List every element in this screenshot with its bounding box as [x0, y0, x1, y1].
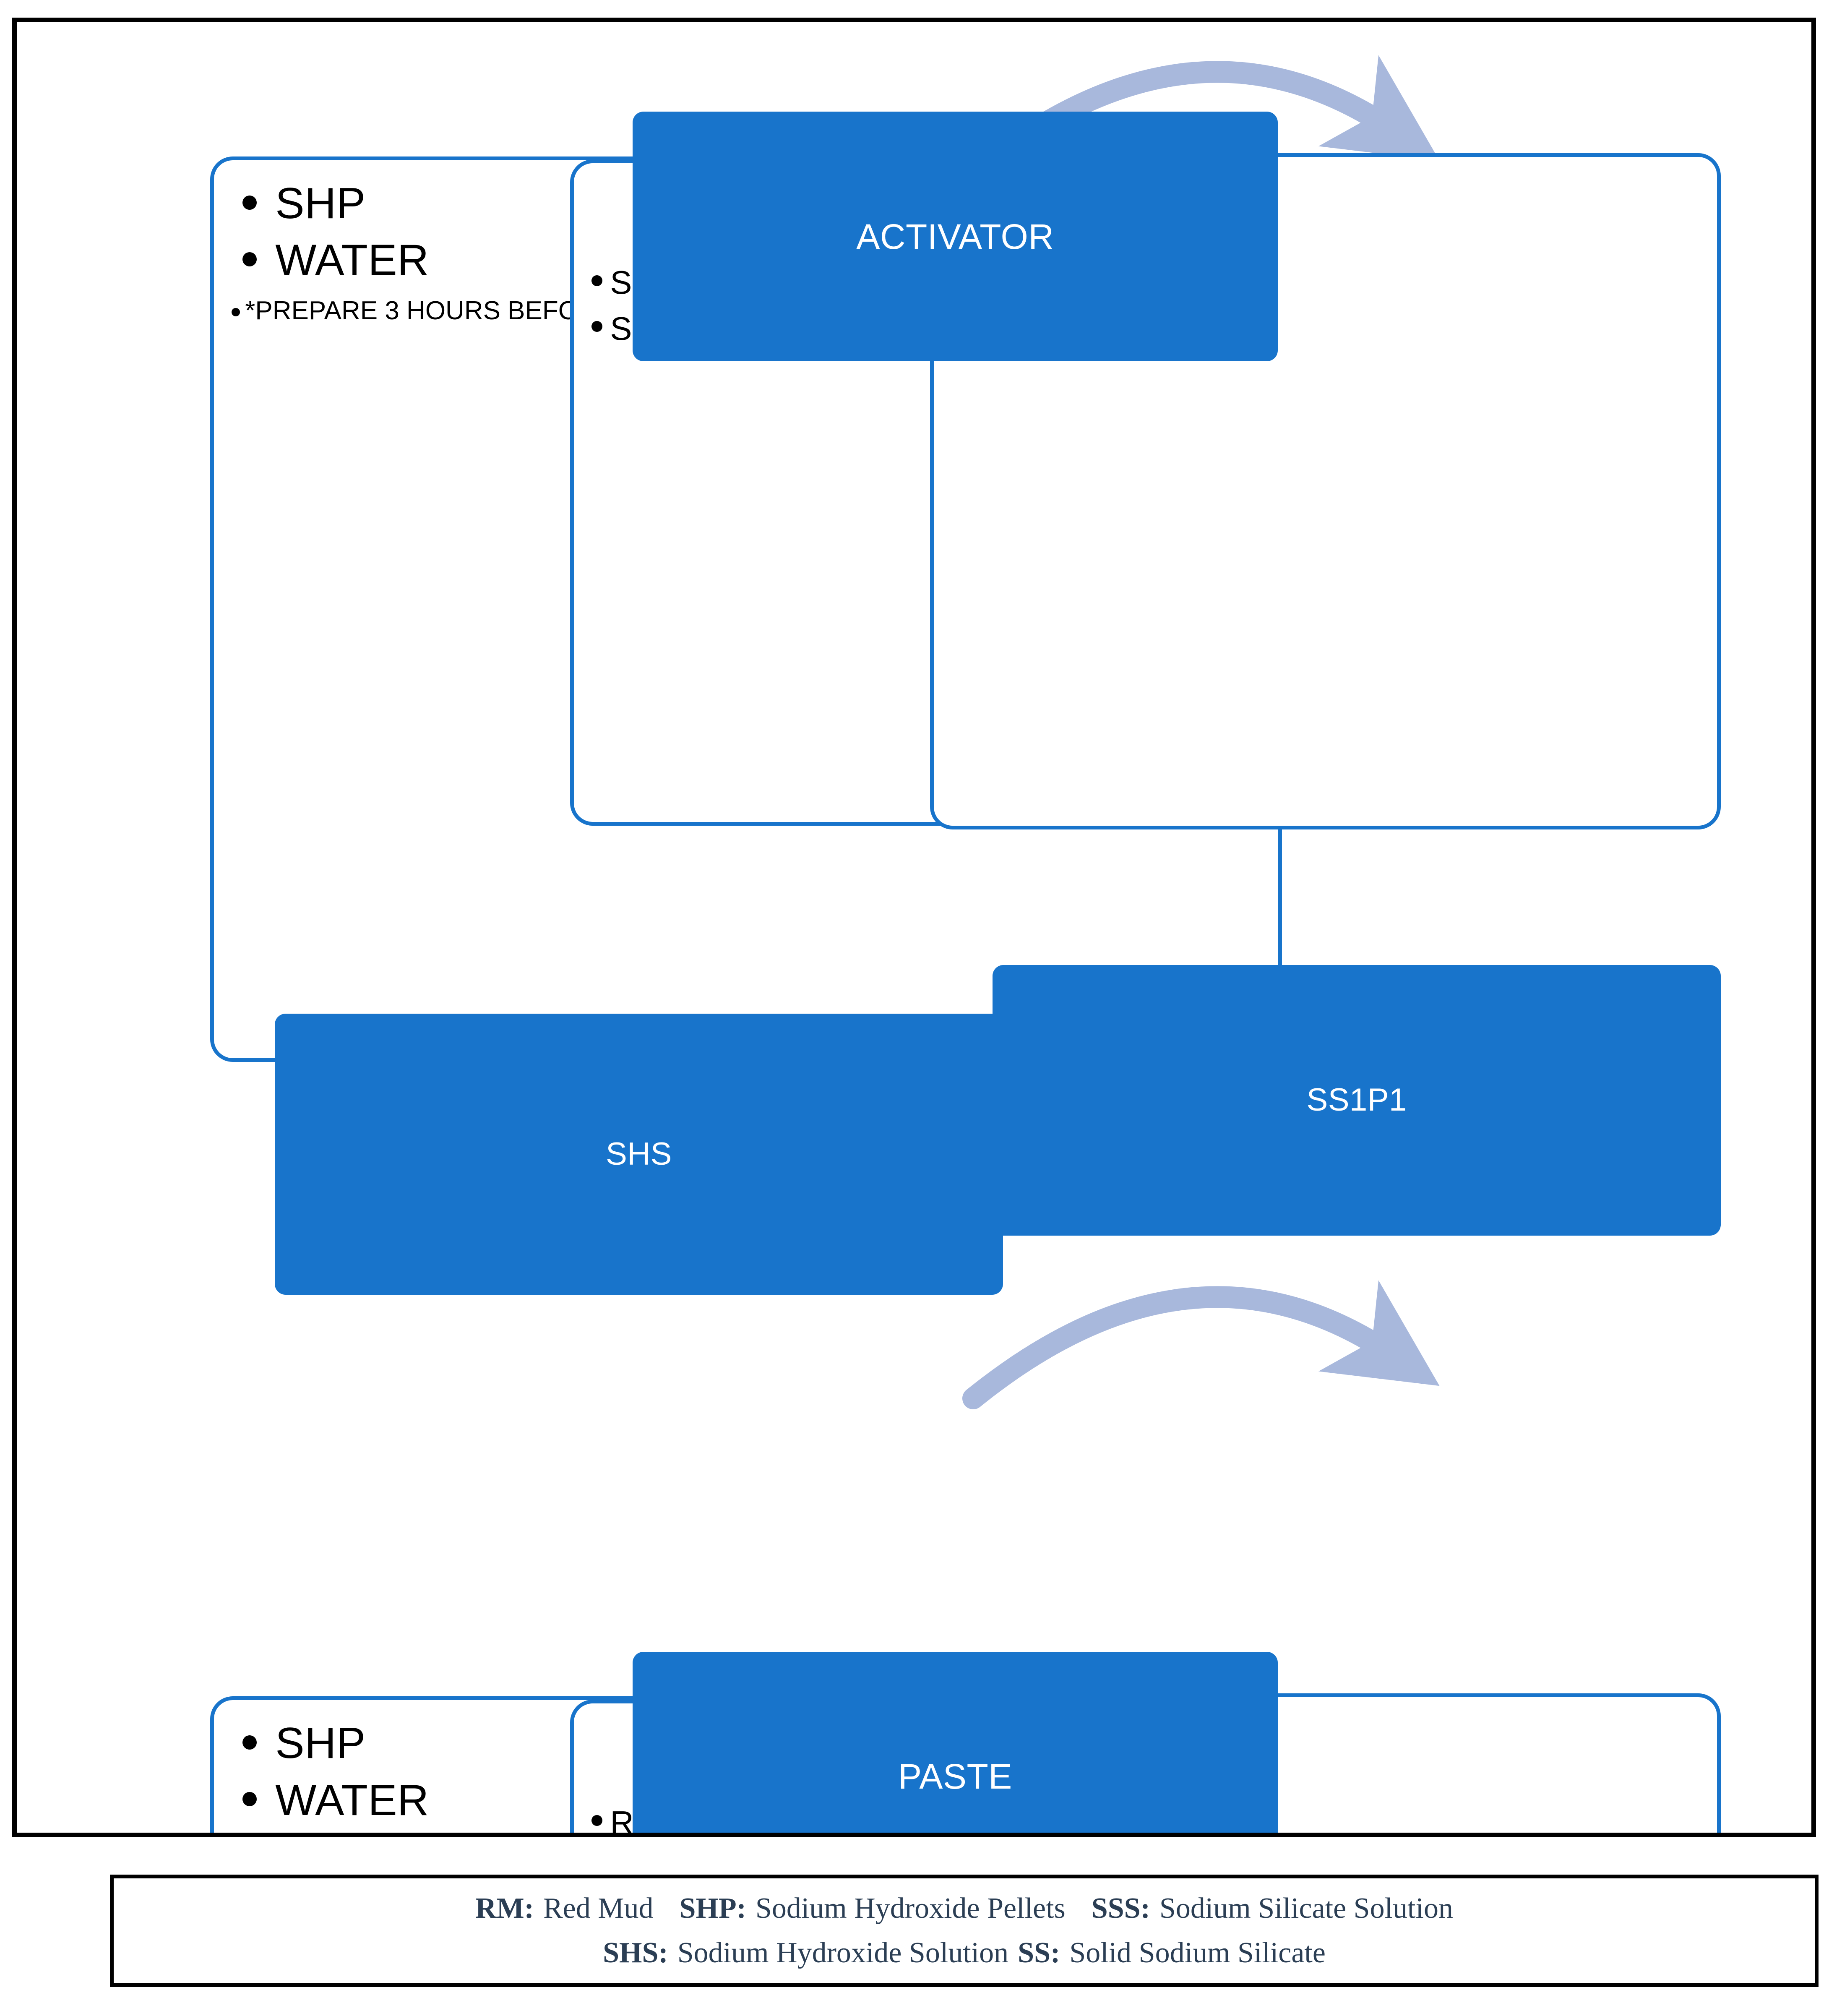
list-item: WATER [228, 232, 1264, 289]
chip-label: SHS [606, 1136, 672, 1172]
legend-abbr: SS: [1018, 1937, 1060, 1969]
chip-label: PASTE [898, 1756, 1012, 1796]
legend-full: Sodium Silicate Solution [1159, 1892, 1453, 1925]
list-item: SHP [228, 1715, 1264, 1772]
arrow-r3-top [962, 1280, 1440, 1409]
legend-abbr: SHP: [679, 1892, 746, 1925]
legend-line-2: SHS: Sodium Hydroxide Solution SS: Solid So… [603, 1931, 1326, 1975]
legend-abbr: SSS: [1091, 1892, 1150, 1925]
list-item: SHP [228, 175, 1264, 232]
chip-label: SS1P1 [1306, 1082, 1407, 1118]
legend-full: Sodium Hydroxide Pellets [755, 1892, 1066, 1925]
legend-full: Red Mud [543, 1892, 654, 1925]
row-1-title-chip: ACTIVATOR [633, 112, 1278, 362]
list-item: WATER [228, 1772, 1264, 1829]
legend-line-1: RM: Red Mud SHP: Sodium Hydroxide Pellets SS… [475, 1886, 1453, 1931]
row-1-result-chip: SS1P1 [993, 965, 1721, 1236]
row-2-title-chip: PASTE [633, 1651, 1278, 1833]
legend-abbr: RM: [475, 1892, 534, 1925]
row-1-shs-chip: SHS [275, 1014, 1003, 1295]
legend-abbr: SHS: [603, 1937, 668, 1969]
chip-label: ACTIVATOR [856, 216, 1054, 256]
legend-full: Solid Sodium Silicate [1069, 1937, 1326, 1969]
legend-full: Sodium Hydroxide Solution [677, 1937, 1009, 1969]
list-item-note: *PREPARE 3 HOURS BEFORE THE PROCESS [228, 1836, 1264, 1837]
